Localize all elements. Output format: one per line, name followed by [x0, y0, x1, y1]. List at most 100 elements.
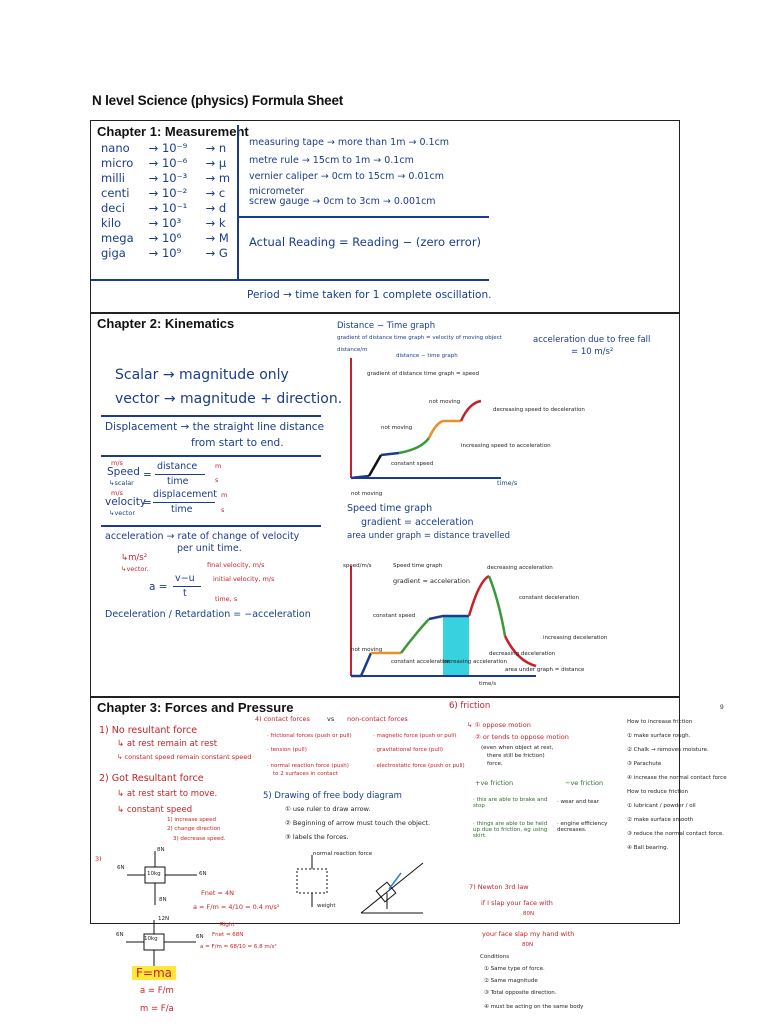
instrument-line: measuring tape → more than 1m → 0.1cm — [249, 137, 450, 148]
displacement-definition: Displacement → the straight line distanc… — [105, 421, 325, 433]
negative-friction-item: · engine efficiency decreases. — [557, 821, 608, 833]
fbd-step: ③ labels the forces. — [285, 833, 349, 841]
chapter1-horizontal-divider — [91, 279, 239, 281]
page-title: N level Science (physics) Formula Sheet — [92, 93, 344, 108]
newton-condition: ① Same type of force. — [484, 966, 545, 972]
ch3-item4: 4) contact forces — [255, 715, 310, 723]
a-formula: a = F/m — [140, 986, 174, 996]
dt-axis-x-label: time/s — [497, 479, 518, 487]
prefix-symbol: d — [218, 201, 227, 215]
st-inner-gradient: gradient = acceleration — [393, 577, 471, 585]
divider — [101, 455, 321, 457]
fbd2-right-force: 6N — [196, 934, 204, 940]
fbd1-right-force: 6N — [199, 871, 207, 877]
contact-force-item: · tension (pull) — [267, 747, 307, 753]
acceleration-denominator: t — [183, 588, 187, 599]
dt-label-decreasing-speed: decreasing speed to deceleration — [493, 407, 585, 413]
st-label-decreasing-deceleration: decreasing deceleration — [489, 651, 556, 657]
ch3-item2-b3: 3) decrease speed. — [173, 836, 226, 842]
noncontact-force-item: · electrostatic force (push or pull) — [373, 763, 465, 769]
divider — [101, 415, 321, 417]
newton-example-force: 80N — [523, 911, 535, 917]
actual-reading-formula: Actual Reading = Reading − (zero error) — [249, 235, 482, 249]
newton-condition: ③ Total opposite direction. — [484, 990, 557, 996]
acceleration-numerator: v−u — [175, 573, 195, 584]
newton-example-2: your face slap my hand with — [482, 930, 575, 938]
fbd1-net-force: Fnet = 4N — [201, 889, 234, 897]
friction-point: (even when object at rest, — [481, 745, 554, 751]
free-body-diagram-1 — [127, 851, 197, 905]
acceleration-formula-lhs: a = — [149, 581, 168, 593]
fbd-weight-label: weight — [317, 903, 336, 909]
st-label-constant-speed: constant speed — [373, 613, 416, 619]
reduce-friction-item: ④ Ball bearing. — [627, 845, 669, 851]
negative-friction-item: · wear and tear — [557, 799, 600, 805]
ch3-item3: 3) — [95, 855, 102, 863]
velocity-word: velocity — [105, 496, 147, 508]
noncontact-force-item: · gravitational force (pull) — [373, 747, 444, 753]
acceleration-vector-note: ↳vector. — [121, 565, 149, 573]
ch3-item1-a: ↳ at rest remain at rest — [117, 739, 218, 749]
prefix-symbol: G — [218, 246, 228, 260]
prefix-symbol: k — [218, 216, 226, 230]
prefix-row: mega → 10⁶ → M — [101, 231, 229, 245]
prefix-name: micro — [101, 156, 134, 170]
chapter3-box: Chapter 3: Forces and Pressure 1) No res… — [90, 696, 727, 924]
st-inner-title: Speed time graph — [393, 563, 443, 569]
prefix-power: 10⁻⁹ — [161, 141, 188, 155]
newton-condition: ④ must be acting on the same body — [484, 1004, 584, 1010]
prefix-symbol: n — [218, 141, 227, 155]
ch3-item7: 7) Newton 3rd law — [469, 883, 529, 891]
dt-inner-title: distance − time graph — [396, 353, 458, 359]
fbd1-mass: 10kg — [147, 871, 161, 877]
instrument-line: micrometer — [249, 186, 305, 197]
chapter1-box: Chapter 1: Measurement nano → 10⁻⁹ → n m… — [90, 120, 680, 314]
reduce-friction-heading: How to reduce friction — [627, 789, 688, 795]
scalar-definition: Scalar → magnitude only — [115, 367, 289, 383]
prefix-name: giga — [101, 246, 126, 260]
increase-friction-heading: How to increase friction — [627, 719, 693, 725]
prefix-symbol: M — [218, 231, 229, 245]
prefix-power: 10⁻¹ — [161, 201, 188, 215]
st-area: area under graph = distance travelled — [347, 531, 511, 541]
ch3-item2-b2: 2) change direction — [167, 826, 221, 832]
dt-inner-gradient: gradient of distance time graph = speed — [367, 371, 480, 377]
increase-friction-item: ④ increase the normal contact force — [627, 775, 727, 781]
instrument-divider — [239, 216, 489, 218]
velocity-denominator: time — [171, 504, 193, 515]
fbd1-top-force: 8N — [157, 847, 165, 853]
fbd2-top-force: 12N — [158, 916, 170, 922]
prefix-row: nano → 10⁻⁹ → n — [101, 141, 227, 155]
velocity-denominator-unit: s — [221, 506, 225, 514]
speed-denominator: time — [167, 476, 189, 487]
fbd1-equation: a = F/m = 4/10 = 0.4 m/s² — [193, 903, 280, 911]
noncontact-force-item: · magnetic force (push or pull) — [373, 733, 457, 739]
time-label: time, s — [215, 595, 238, 603]
displacement-definition-2: from start to end. — [191, 437, 284, 449]
newton-example-force-2: 80N — [522, 942, 534, 948]
newton-condition: ② Same magnitude — [484, 978, 538, 984]
chapter1-heading: Chapter 1: Measurement — [97, 124, 249, 139]
fraction-bar — [155, 474, 205, 475]
prefix-row: kilo → 10³ → k — [101, 216, 226, 230]
fbd1-bottom-force: 8N — [159, 897, 167, 903]
dt-label-not-moving-bottom: not moving — [351, 491, 383, 497]
prefix-power: 10⁻³ — [161, 171, 188, 185]
dt-graph-title: Distance − Time graph — [337, 321, 436, 331]
chapter3-heading: Chapter 3: Forces and Pressure — [97, 700, 294, 715]
st-label-area: area under graph = distance — [505, 667, 585, 673]
prefix-name: centi — [101, 186, 130, 200]
velocity-numerator: displacement — [153, 489, 218, 500]
ch3-item1: 1) No resultant force — [99, 725, 198, 736]
ch3-item5: 5) Drawing of free body diagram — [263, 791, 402, 801]
deceleration-definition: Deceleration / Retardation = −accelerati… — [105, 609, 311, 620]
m-formula: m = F/a — [140, 1004, 174, 1014]
st-label-not-moving: not moving — [351, 647, 383, 653]
prefix-name: deci — [101, 201, 125, 215]
increase-friction-item: ② Chalk → removes moisture. — [627, 747, 709, 753]
prefix-row: centi → 10⁻² → c — [101, 186, 226, 200]
contact-force-item: · frictional forces (push or pull) — [267, 733, 352, 739]
prefix-row: micro → 10⁻⁶ → μ — [101, 156, 227, 170]
newton-example-1: if I slap your face with — [481, 899, 553, 907]
instrument-line: screw gauge → 0cm to 3cm → 0.001cm — [249, 196, 436, 207]
